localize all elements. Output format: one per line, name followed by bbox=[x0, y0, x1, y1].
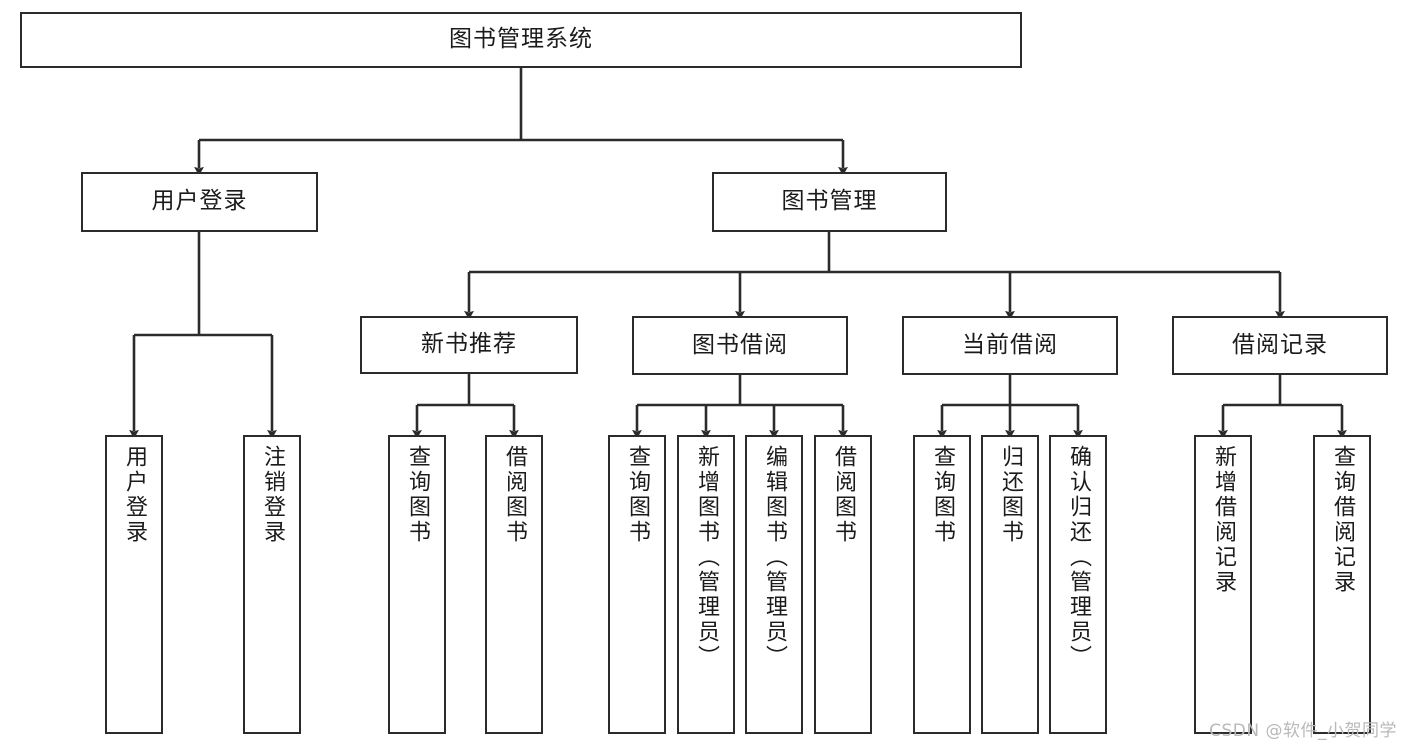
node-leaf-borrow-book-2[interactable]: 借阅图书 bbox=[814, 435, 872, 734]
node-leaf-confirm-return[interactable]: 确认归还（管理员） bbox=[1049, 435, 1107, 734]
csdn-watermark: CSDN @软件_小贺同学 bbox=[1209, 721, 1397, 741]
node-leaf-add-record[interactable]: 新增借阅记录 bbox=[1194, 435, 1252, 734]
node-borrow-record[interactable]: 借阅记录 bbox=[1172, 316, 1388, 375]
node-leaf-borrow-book-2-label: 借阅图书 bbox=[831, 445, 856, 545]
node-leaf-edit-book[interactable]: 编辑图书（管理员） bbox=[745, 435, 803, 734]
node-leaf-query-book-3-label: 查询图书 bbox=[930, 445, 955, 545]
node-leaf-user-login-label: 用户登录 bbox=[122, 445, 147, 545]
node-current-borrow[interactable]: 当前借阅 bbox=[902, 316, 1118, 375]
node-book-manage[interactable]: 图书管理 bbox=[712, 172, 947, 232]
node-leaf-query-book-1[interactable]: 查询图书 bbox=[388, 435, 446, 734]
node-leaf-return-book[interactable]: 归还图书 bbox=[981, 435, 1039, 734]
node-leaf-borrow-book-1[interactable]: 借阅图书 bbox=[485, 435, 543, 734]
node-leaf-query-book-2[interactable]: 查询图书 bbox=[608, 435, 666, 734]
node-leaf-add-book[interactable]: 新增图书（管理员） bbox=[677, 435, 735, 734]
node-leaf-query-book-3[interactable]: 查询图书 bbox=[913, 435, 971, 734]
node-book-borrow[interactable]: 图书借阅 bbox=[632, 316, 848, 375]
node-root[interactable]: 图书管理系统 bbox=[20, 12, 1022, 68]
node-leaf-user-logout-label: 注销登录 bbox=[260, 445, 285, 545]
node-leaf-add-record-label: 新增借阅记录 bbox=[1211, 445, 1236, 595]
node-borrow-record-label: 借阅记录 bbox=[1232, 331, 1328, 358]
node-leaf-query-book-1-label: 查询图书 bbox=[405, 445, 430, 545]
node-new-book-recommend-label: 新书推荐 bbox=[421, 331, 517, 358]
node-book-borrow-label: 图书借阅 bbox=[692, 331, 788, 358]
node-leaf-borrow-book-1-label: 借阅图书 bbox=[502, 445, 527, 545]
node-new-book-recommend[interactable]: 新书推荐 bbox=[360, 316, 578, 374]
node-leaf-edit-book-label: 编辑图书（管理员） bbox=[762, 445, 787, 670]
node-user-login-label: 用户登录 bbox=[151, 188, 248, 215]
node-leaf-query-record[interactable]: 查询借阅记录 bbox=[1313, 435, 1371, 734]
node-current-borrow-label: 当前借阅 bbox=[962, 331, 1058, 358]
node-book-manage-label: 图书管理 bbox=[781, 188, 878, 215]
node-user-login[interactable]: 用户登录 bbox=[81, 172, 318, 232]
node-root-label: 图书管理系统 bbox=[449, 26, 593, 53]
node-leaf-user-logout[interactable]: 注销登录 bbox=[243, 435, 301, 734]
node-leaf-return-book-label: 归还图书 bbox=[998, 445, 1023, 545]
node-leaf-confirm-return-label: 确认归还（管理员） bbox=[1066, 445, 1091, 670]
node-leaf-query-record-label: 查询借阅记录 bbox=[1330, 445, 1355, 595]
node-leaf-user-login[interactable]: 用户登录 bbox=[105, 435, 163, 734]
node-leaf-query-book-2-label: 查询图书 bbox=[625, 445, 650, 545]
node-leaf-add-book-label: 新增图书（管理员） bbox=[694, 445, 719, 670]
